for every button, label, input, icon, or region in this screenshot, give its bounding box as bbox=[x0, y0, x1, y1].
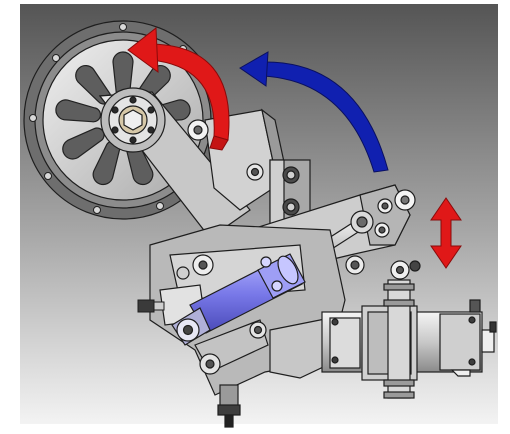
hydraulic-cylinder bbox=[171, 253, 306, 346]
drive-shaft-assembly bbox=[269, 279, 497, 399]
base-bolt bbox=[217, 384, 241, 428]
side-bolt bbox=[137, 299, 165, 313]
wheel-hub bbox=[100, 87, 166, 153]
support-roller bbox=[390, 260, 421, 280]
lower-link bbox=[194, 319, 269, 375]
swing-arrow bbox=[239, 51, 389, 173]
vertical-travel-arrow bbox=[430, 197, 462, 269]
rotation-arrow bbox=[127, 27, 230, 151]
